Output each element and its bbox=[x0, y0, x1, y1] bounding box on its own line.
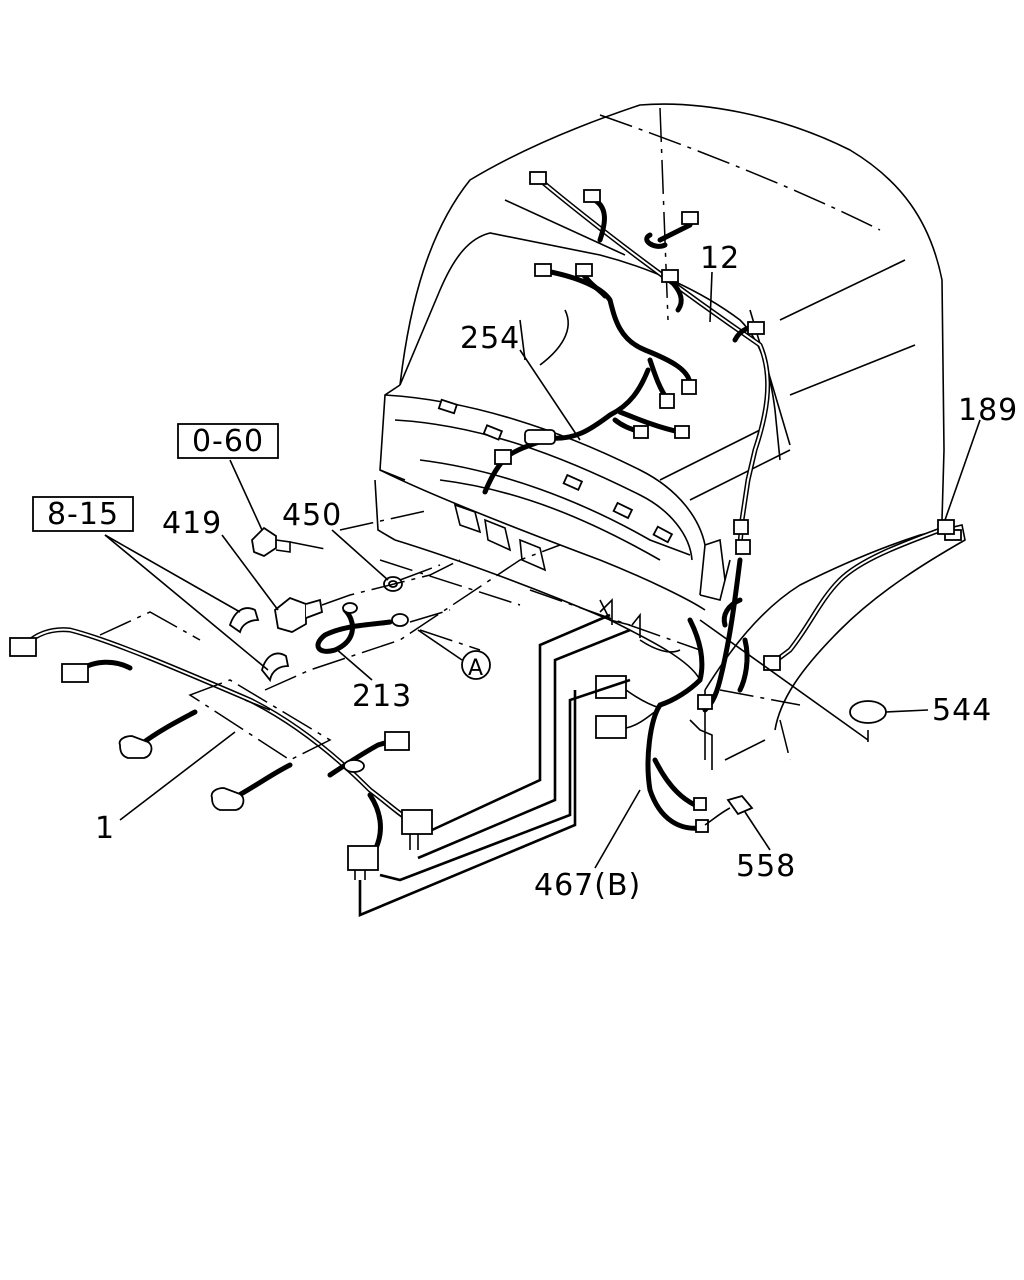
ref-box-0-60[interactable]: 0-60 bbox=[177, 423, 279, 459]
part-544-label[interactable]: 544 bbox=[932, 693, 992, 728]
clip bbox=[228, 607, 260, 634]
connector bbox=[595, 715, 627, 739]
roof-harness bbox=[529, 171, 771, 555]
harness-467b bbox=[595, 557, 750, 833]
connector bbox=[494, 449, 512, 465]
connector bbox=[347, 845, 379, 871]
ring-terminal bbox=[391, 613, 409, 627]
ring-terminal bbox=[342, 602, 358, 614]
callout-a[interactable]: A bbox=[417, 629, 491, 681]
connector bbox=[681, 379, 697, 395]
bolt-shank bbox=[305, 598, 324, 619]
ref-label-0-60: 0-60 bbox=[192, 424, 264, 459]
connector bbox=[9, 637, 37, 657]
lower-harness bbox=[9, 611, 433, 880]
connector bbox=[681, 211, 699, 225]
callout-a-label: A bbox=[468, 656, 484, 681]
ref-box-8-15[interactable]: 8-15 bbox=[32, 496, 134, 532]
part-467b-label[interactable]: 467(B) bbox=[534, 868, 641, 903]
small-parts bbox=[228, 526, 561, 691]
leader-lines bbox=[104, 271, 981, 869]
part-450-label[interactable]: 450 bbox=[282, 498, 342, 533]
ref-label-8-15: 8-15 bbox=[47, 497, 119, 532]
connector bbox=[534, 263, 552, 277]
clip bbox=[261, 652, 290, 683]
part-254-label[interactable]: 254 bbox=[460, 321, 520, 356]
connector bbox=[210, 787, 245, 811]
connector bbox=[747, 321, 765, 335]
connector bbox=[695, 819, 709, 833]
connector bbox=[937, 519, 955, 535]
connector bbox=[61, 663, 89, 683]
part-213-label[interactable]: 213 bbox=[352, 679, 412, 714]
connector bbox=[118, 735, 153, 759]
connector bbox=[735, 539, 751, 555]
connector bbox=[529, 171, 547, 185]
bolt bbox=[251, 526, 277, 558]
bolt bbox=[274, 596, 307, 633]
dash-harness bbox=[482, 263, 697, 495]
part-189-label[interactable]: 189 bbox=[958, 393, 1018, 428]
connector bbox=[674, 425, 690, 439]
connector bbox=[763, 655, 781, 671]
part-1-label[interactable]: 1 bbox=[95, 811, 115, 846]
connector bbox=[659, 393, 675, 409]
part-544-plug bbox=[849, 700, 929, 724]
part-12-label[interactable]: 12 bbox=[700, 241, 740, 276]
part-labels: 12 254 189 419 450 213 544 1 467(B) 558 bbox=[95, 241, 1018, 903]
connector bbox=[661, 269, 679, 283]
connector bbox=[693, 797, 707, 811]
connector bbox=[583, 189, 601, 203]
connector bbox=[401, 809, 433, 835]
connector bbox=[733, 519, 749, 535]
connector bbox=[384, 731, 410, 751]
connector bbox=[575, 263, 593, 277]
grommet bbox=[524, 429, 556, 445]
part-558-relay bbox=[704, 794, 771, 851]
connector bbox=[633, 425, 649, 439]
part-558-label[interactable]: 558 bbox=[736, 849, 796, 884]
connector bbox=[697, 694, 713, 710]
side-harness bbox=[763, 519, 955, 671]
grommet bbox=[343, 759, 365, 773]
routing-lines bbox=[358, 598, 869, 917]
cab-body bbox=[339, 103, 966, 770]
part-419-label[interactable]: 419 bbox=[162, 506, 222, 541]
